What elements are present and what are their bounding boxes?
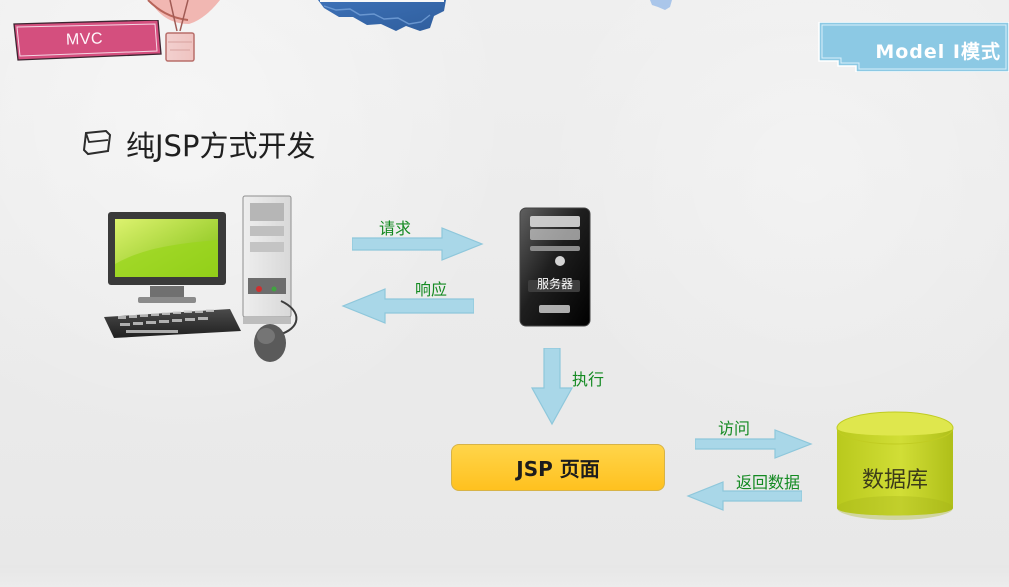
access-label: 访问 [718, 419, 751, 438]
model-badge [818, 22, 1009, 72]
execute-arrow [530, 348, 574, 426]
response-label: 响应 [415, 280, 448, 299]
server-icon [519, 207, 591, 327]
top-decoration [147, 0, 672, 62]
mvc-badge-label: MVC [65, 30, 104, 49]
response-arrow [341, 288, 474, 324]
return-data-label: 返回数据 [736, 473, 801, 492]
request-arrow [352, 227, 484, 261]
request-label: 请求 [379, 219, 412, 238]
document-icon [82, 130, 112, 156]
execute-label: 执行 [572, 370, 605, 389]
database-icon [836, 411, 954, 520]
jsp-page-box: JSP 页面 [451, 444, 665, 491]
small-map-fragment [650, 0, 672, 10]
server-label: 服务器 [536, 277, 573, 291]
mvc-badge [13, 20, 162, 61]
desktop-computer-icon [104, 195, 298, 362]
balloon-decoration [147, 0, 220, 62]
model-badge-label: Model I模式 [875, 41, 1001, 63]
access-arrow [695, 429, 813, 459]
slide-title: 纯JSP方式开发 [126, 129, 316, 163]
database-label: 数据库 [861, 468, 928, 493]
return-data-arrow [686, 481, 802, 511]
map-decoration [318, 0, 446, 31]
bottom-band [0, 565, 1009, 587]
jsp-page-label: JSP 页面 [516, 457, 600, 481]
